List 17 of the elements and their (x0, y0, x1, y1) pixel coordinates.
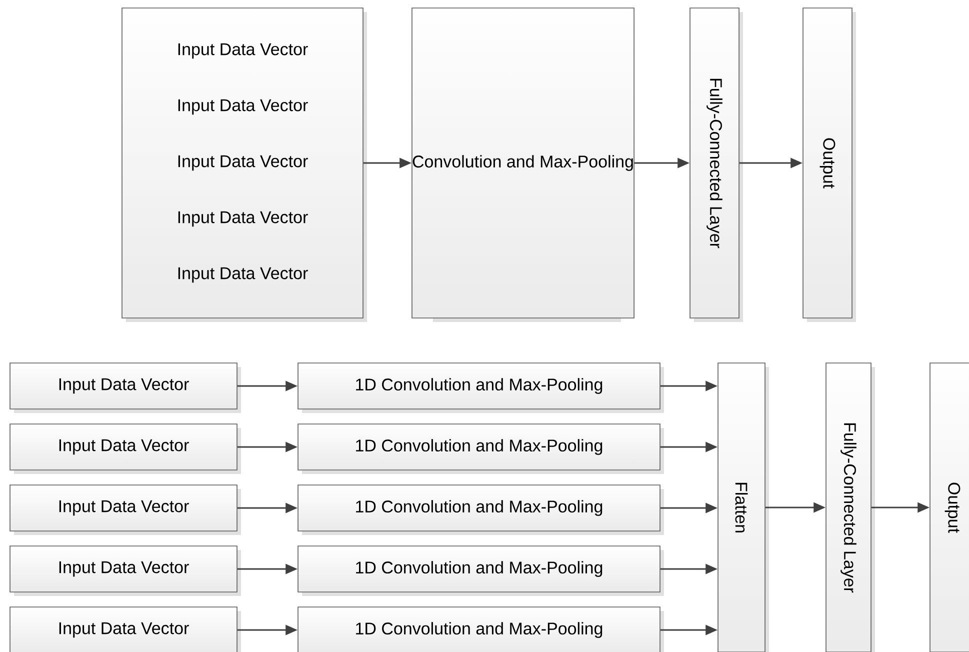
process-box: Input Data Vector Input Data Vector Input Data Vector Input Data Vector Input Data Vector (122, 8, 367, 322)
layer-box: Output (802, 8, 856, 322)
layer-box: Fully-Connected Layer (690, 8, 743, 322)
process-box: Input Data Vector (10, 606, 241, 652)
process-box: Convolution and Max-Pooling (412, 8, 634, 322)
process-box: 1D Convolution and Max-Pooling (298, 606, 664, 652)
process-box: 1D Convolution and Max-Pooling (298, 484, 664, 535)
layer-box: Flatten (718, 362, 769, 652)
layer-box: Fully-Connected Layer (826, 362, 875, 652)
process-box: 1D Convolution and Max-Pooling (298, 362, 664, 413)
layer-box: Output (930, 362, 969, 652)
process-box: 1D Convolution and Max-Pooling (298, 546, 664, 596)
process-box: Input Data Vector (10, 546, 241, 596)
process-box: Input Data Vector (10, 484, 241, 535)
process-box: 1D Convolution and Max-Pooling (298, 424, 664, 474)
process-box: Input Data Vector (10, 424, 241, 474)
process-box: Input Data Vector (10, 362, 241, 413)
